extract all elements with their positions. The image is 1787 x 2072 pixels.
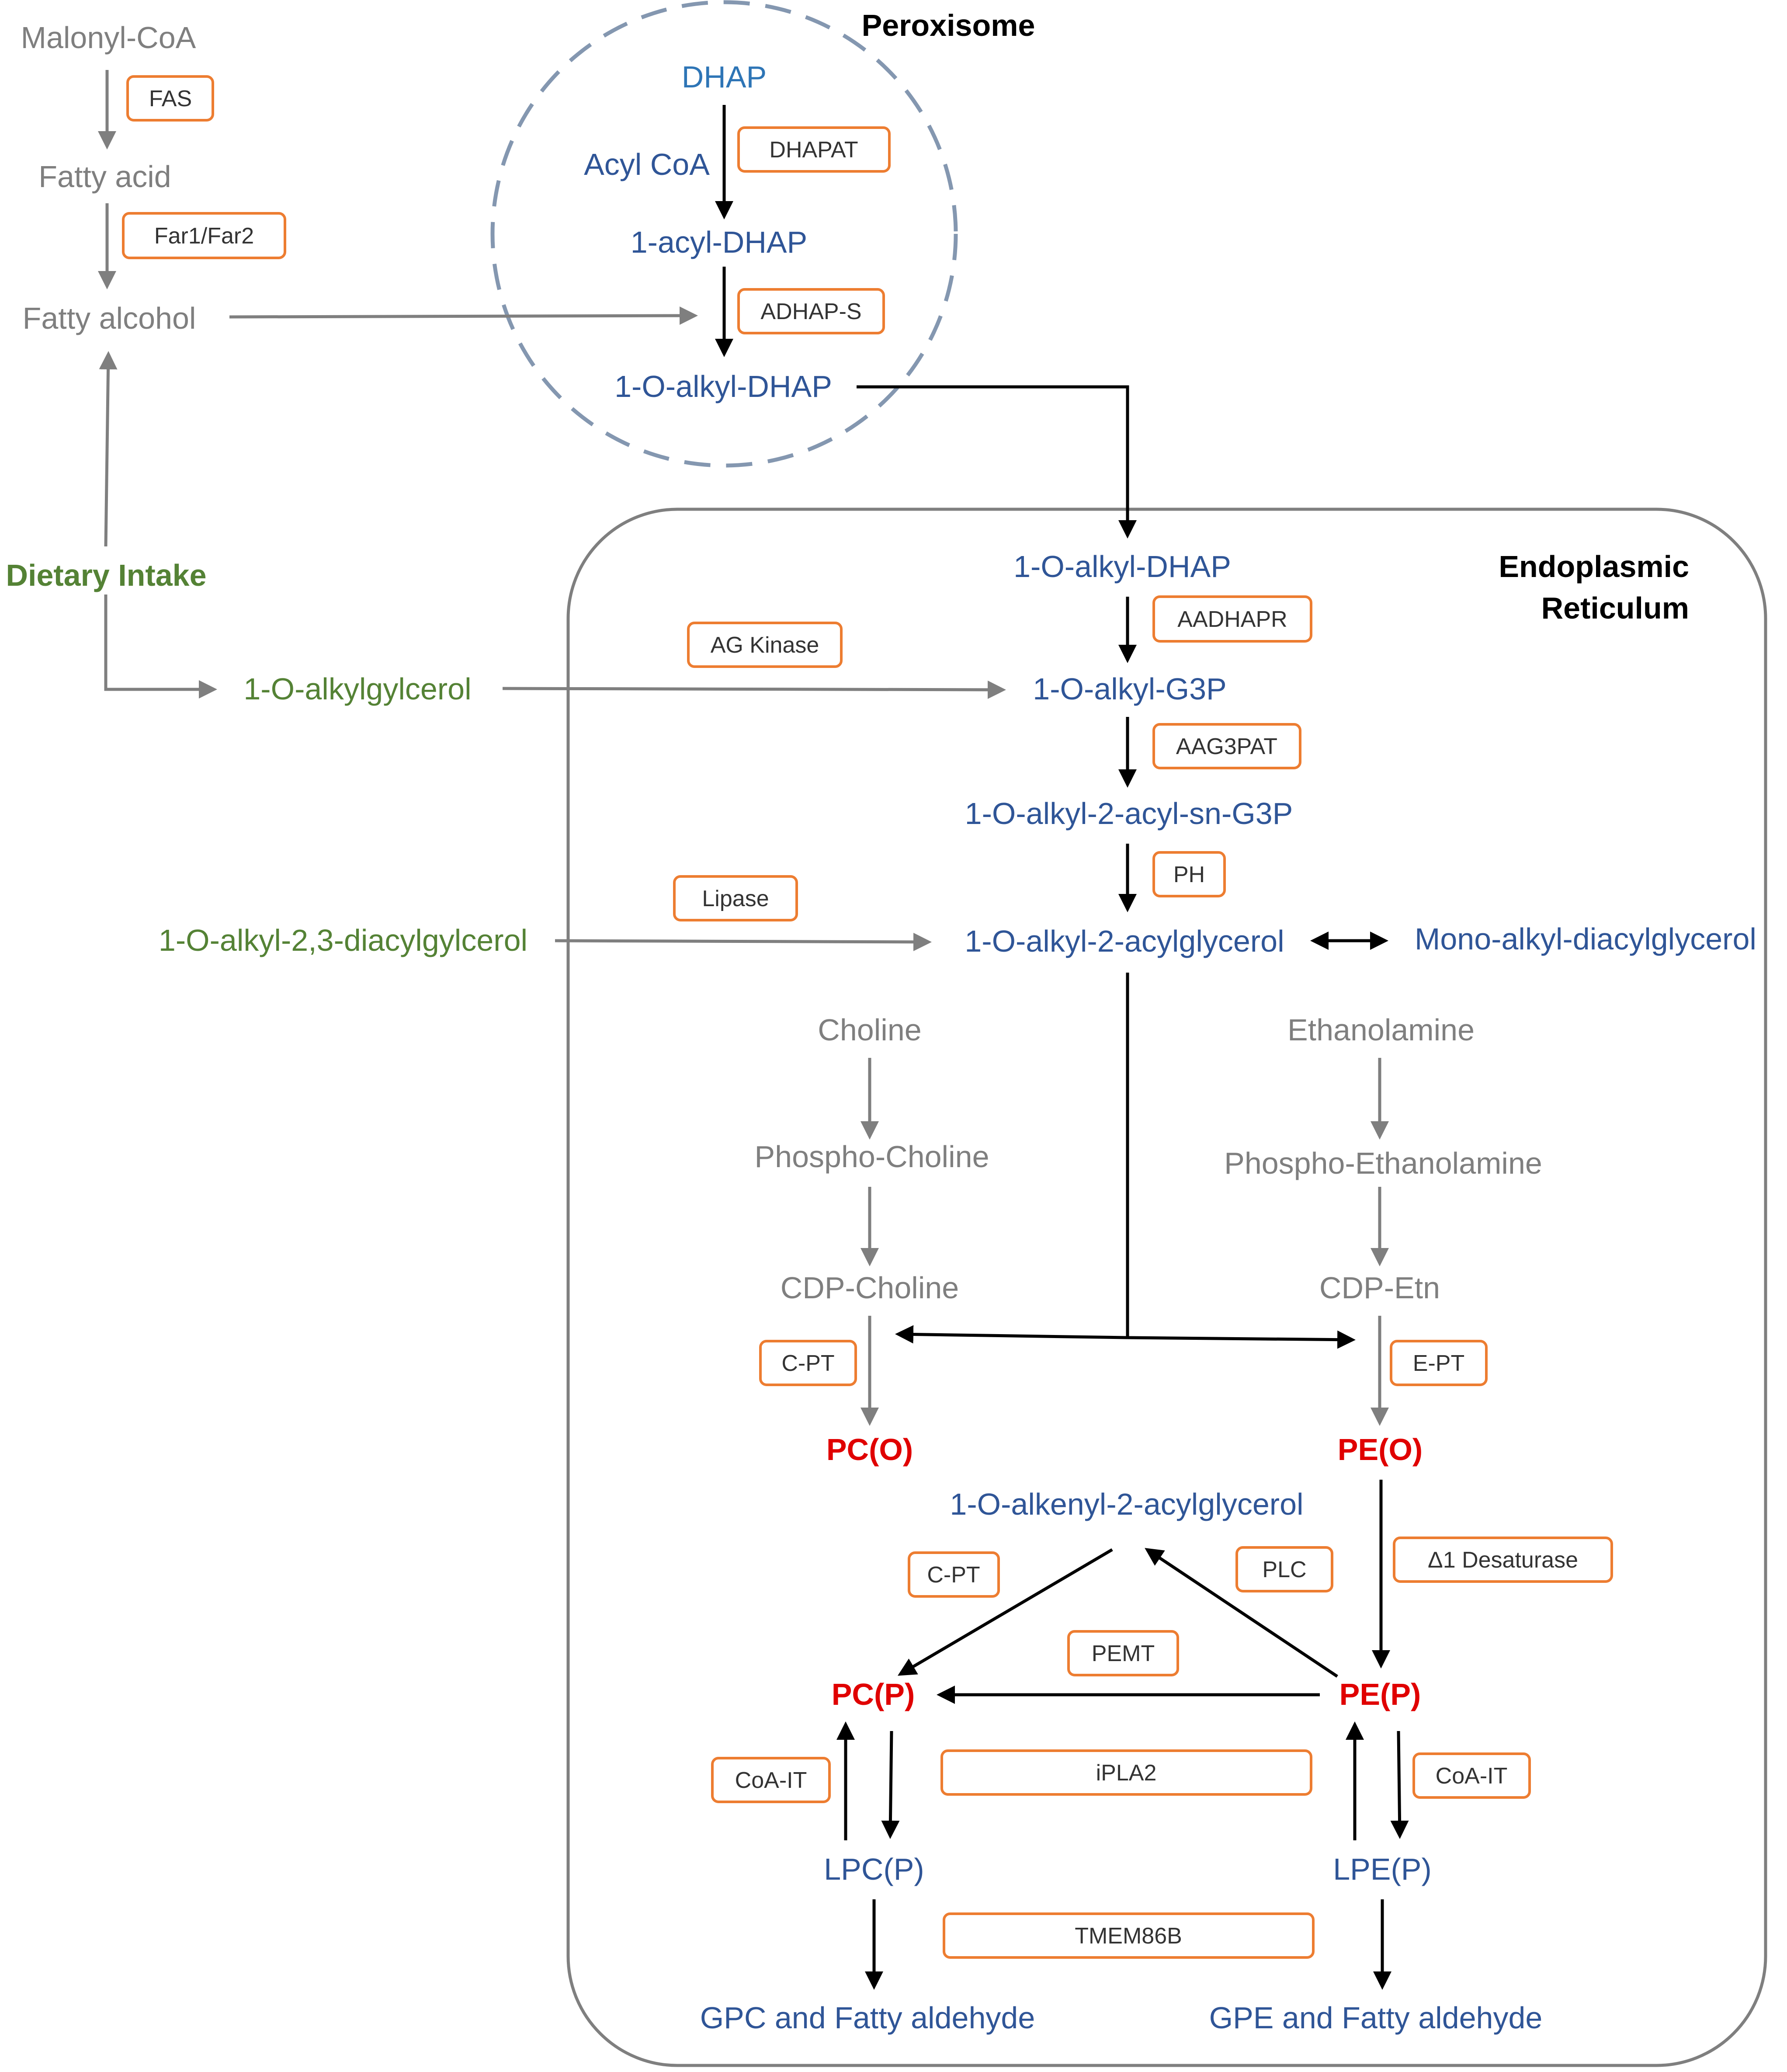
- node-acyl-coa: Acyl CoA: [584, 147, 710, 181]
- er-boundary: [566, 508, 1767, 2067]
- node-alkyl-dhap-er: 1-O-alkyl-DHAP: [1013, 549, 1231, 584]
- arrow-dietary-to-alkylglycerol: [104, 594, 217, 699]
- enzyme-lipase: Lipase: [673, 875, 798, 921]
- node-lpc-p: LPC(P): [824, 1852, 924, 1886]
- node-gpe: GPE and Fatty aldehyde: [1209, 2001, 1543, 2035]
- svg-text:E-PT: E-PT: [1413, 1351, 1464, 1376]
- node-ethanolamine: Ethanolamine: [1287, 1013, 1475, 1047]
- enzyme-ag-kinase: AG Kinase: [687, 622, 843, 668]
- enzyme-ph: PH: [1152, 851, 1226, 897]
- node-malonyl-coa: Malonyl-CoA: [21, 21, 196, 55]
- node-alkyl-acylglycerol: 1-O-alkyl-2-acylglycerol: [965, 924, 1284, 958]
- arrow-pep-to-lpep: [1390, 1731, 1409, 1839]
- arrow-alkenyl-to-pcp: [897, 1548, 1113, 1676]
- node-alkyl-acyl-g3p: 1-O-alkyl-2-acyl-sn-G3P: [965, 796, 1293, 831]
- svg-text:C-PT: C-PT: [781, 1351, 834, 1376]
- arrow-pcp-to-lpcp: [881, 1731, 900, 1839]
- svg-text:PEMT: PEMT: [1092, 1641, 1155, 1666]
- node-lpe-p: LPE(P): [1333, 1852, 1432, 1886]
- arrow-alkyldhap-to-er: [857, 385, 1137, 539]
- node-alkyl-g3p: 1-O-alkyl-G3P: [1033, 672, 1226, 706]
- svg-text:Far1/Far2: Far1/Far2: [154, 223, 254, 249]
- enzyme-e-pt: E-PT: [1390, 1340, 1488, 1386]
- svg-text:iPLA2: iPLA2: [1096, 1760, 1157, 1786]
- arrow-fattyalcohol-to-peroxisome: [229, 306, 698, 325]
- node-phospho-ethanolamine: Phospho-Ethanolamine: [1224, 1146, 1542, 1180]
- node-choline: Choline: [818, 1013, 921, 1047]
- svg-text:CoA-IT: CoA-IT: [735, 1768, 807, 1793]
- node-dhap: DHAP: [682, 60, 767, 94]
- node-fatty-alcohol: Fatty alcohol: [23, 301, 196, 335]
- arrow-branch-to-cdpetn: [1127, 1330, 1356, 1349]
- enzyme-dhapat: DHAPAT: [737, 126, 891, 173]
- svg-text:C-PT: C-PT: [927, 1562, 980, 1588]
- enzyme-desaturase: Δ1 Desaturase: [1393, 1537, 1613, 1583]
- node-alkenyl-acylglycerol: 1-O-alkenyl-2-acylglycerol: [950, 1487, 1303, 1521]
- svg-text:PH: PH: [1173, 862, 1205, 887]
- enzyme-aag3pat: AAG3PAT: [1152, 723, 1301, 769]
- svg-text:AAG3PAT: AAG3PAT: [1176, 734, 1277, 759]
- arrow-alkylglycerol-to-g3p: [502, 680, 1006, 699]
- node-alkylglycerol: 1-O-alkylgylcerol: [243, 672, 471, 706]
- svg-text:ADHAP-S: ADHAP-S: [760, 299, 861, 324]
- svg-text:PLC: PLC: [1262, 1557, 1306, 1582]
- node-pe-p: PE(P): [1339, 1677, 1421, 1711]
- arrow-branch-to-cdpcholine: [895, 1325, 1128, 1344]
- peroxisome-label: Peroxisome: [862, 8, 1035, 42]
- node-acyl-dhap: 1-acyl-DHAP: [631, 225, 808, 259]
- node-fatty-acid: Fatty acid: [38, 160, 171, 194]
- er-label-line2: Reticulum: [1541, 591, 1689, 625]
- enzyme-aadhapr: AADHAPR: [1152, 595, 1312, 643]
- enzyme-coa-it-left: CoA-IT: [711, 1757, 831, 1803]
- enzyme-plc: PLC: [1235, 1546, 1333, 1592]
- node-mono-alkyl-diacylglycerol: Mono-alkyl-diacylglycerol: [1415, 922, 1756, 956]
- node-pc-o: PC(O): [826, 1432, 913, 1467]
- node-pc-p: PC(P): [832, 1677, 915, 1711]
- node-cdp-etn: CDP-Etn: [1319, 1271, 1440, 1305]
- enzyme-adhaps: ADHAP-S: [737, 288, 885, 334]
- node-gpc: GPC and Fatty aldehyde: [700, 2001, 1035, 2035]
- enzyme-far: Far1/Far2: [122, 212, 286, 259]
- enzyme-coa-it-right: CoA-IT: [1412, 1752, 1531, 1799]
- er-label-line1: Endoplasmic: [1499, 549, 1689, 584]
- node-dietary-intake: Dietary Intake: [6, 558, 206, 592]
- node-alkyl-dhap-peroxisome: 1-O-alkyl-DHAP: [614, 369, 832, 403]
- svg-text:AADHAPR: AADHAPR: [1177, 607, 1287, 632]
- enzyme-c-pt-2: C-PT: [908, 1551, 1000, 1598]
- svg-text:CoA-IT: CoA-IT: [1436, 1763, 1508, 1789]
- enzyme-ipla2: iPLA2: [940, 1749, 1312, 1796]
- svg-text:FAS: FAS: [149, 86, 192, 111]
- node-alkyl-diacylglycerol: 1-O-alkyl-2,3-diacylgylcerol: [159, 923, 527, 957]
- peroxisome-boundary: [490, 0, 958, 468]
- arrow-diacylglycerol-to-acylglycerol: [555, 932, 932, 951]
- enzyme-pemt: PEMT: [1067, 1630, 1179, 1676]
- arrow-pep-to-alkenyl: [1145, 1548, 1338, 1678]
- svg-text:DHAPAT: DHAPAT: [769, 137, 858, 163]
- enzyme-c-pt-1: C-PT: [759, 1340, 857, 1386]
- svg-text:Lipase: Lipase: [702, 886, 769, 911]
- enzyme-fas: FAS: [126, 75, 214, 122]
- svg-text:TMEM86B: TMEM86B: [1075, 1923, 1182, 1949]
- node-cdp-choline: CDP-Choline: [781, 1271, 959, 1305]
- node-pe-o: PE(O): [1338, 1432, 1423, 1467]
- svg-text:Δ1 Desaturase: Δ1 Desaturase: [1428, 1547, 1578, 1573]
- enzyme-tmem86b: TMEM86B: [943, 1912, 1315, 1959]
- node-phospho-choline: Phospho-Choline: [754, 1140, 989, 1174]
- arrow-dietary-to-fattyalcohol: [99, 351, 118, 547]
- svg-text:AG Kinase: AG Kinase: [711, 633, 819, 658]
